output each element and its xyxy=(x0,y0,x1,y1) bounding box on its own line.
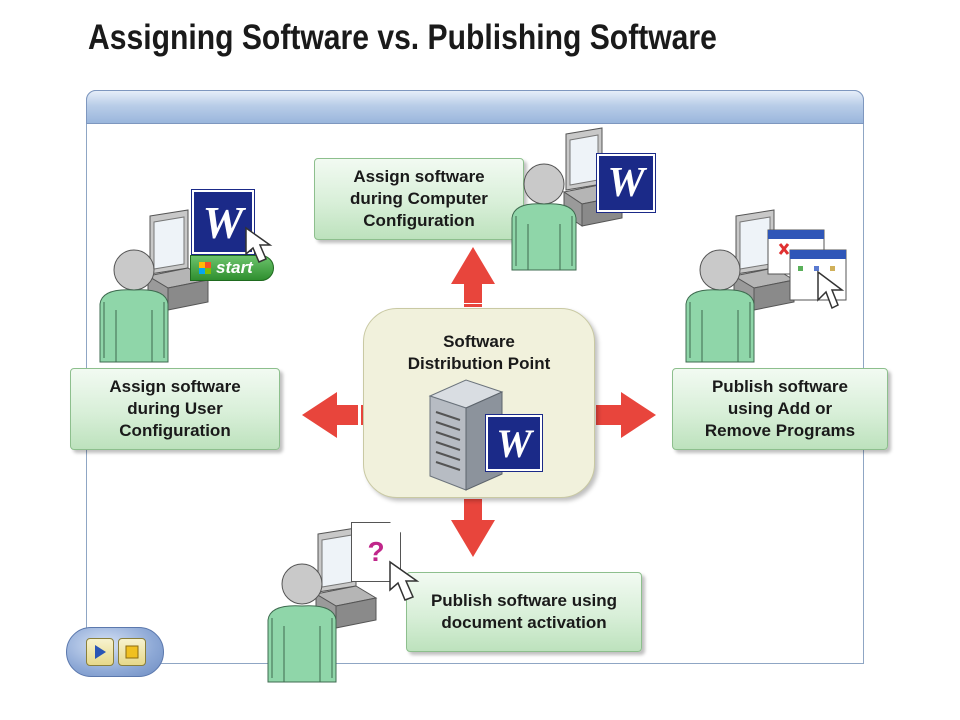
user-computer-icon xyxy=(685,209,796,363)
distribution-point-label-line1: Software xyxy=(443,332,515,351)
assign-computer-line3: Configuration xyxy=(363,211,475,230)
start-label: start xyxy=(216,258,253,277)
assign-computer-line2: during Computer xyxy=(350,189,488,208)
arrow-up-icon xyxy=(451,247,495,317)
publish-document-box: Publish software using document activati… xyxy=(406,572,642,652)
publish-document-line2: document activation xyxy=(441,613,607,632)
assign-user-line2: during User xyxy=(127,399,223,418)
distribution-point-label: Software Distribution Point xyxy=(363,331,595,375)
assign-computer-line1: Assign software xyxy=(353,167,485,186)
cursor-arrow-icon xyxy=(389,560,420,601)
frame-header-bar xyxy=(86,90,864,124)
assign-user-line3: Configuration xyxy=(119,421,231,440)
publish-add-remove-box: Publish software using Add or Remove Pro… xyxy=(672,368,888,450)
word-document-icon: W xyxy=(191,189,255,255)
user-computer-icon xyxy=(511,127,624,271)
distribution-point-label-line2: Distribution Point xyxy=(407,354,551,373)
word-document-icon: W xyxy=(596,153,656,213)
assign-user-box: Assign software during User Configuratio… xyxy=(70,368,280,450)
play-button[interactable] xyxy=(86,638,114,666)
user-computer-icon xyxy=(267,527,378,683)
assign-user-line1: Assign software xyxy=(109,377,241,396)
windows-logo-icon xyxy=(199,262,211,274)
cursor-arrow-icon xyxy=(245,226,273,263)
stop-icon xyxy=(125,645,139,659)
play-icon xyxy=(95,645,106,659)
user-computer-icon xyxy=(99,209,210,363)
slide-navigation xyxy=(66,627,164,677)
publish-document-line1: Publish software using xyxy=(430,591,618,610)
slide-title: Assigning Software vs. Publishing Softwa… xyxy=(88,18,717,57)
assign-computer-box: Assign software during Computer Configur… xyxy=(314,158,524,240)
word-document-icon: W xyxy=(485,414,543,472)
stop-button[interactable] xyxy=(118,638,146,666)
publish-add-remove-line1: Publish software xyxy=(711,377,848,396)
publish-add-remove-line3: Remove Programs xyxy=(704,421,856,440)
publish-add-remove-line2: using Add or xyxy=(727,399,833,418)
document-icon: ? xyxy=(351,522,401,582)
add-remove-programs-icon xyxy=(767,229,847,310)
